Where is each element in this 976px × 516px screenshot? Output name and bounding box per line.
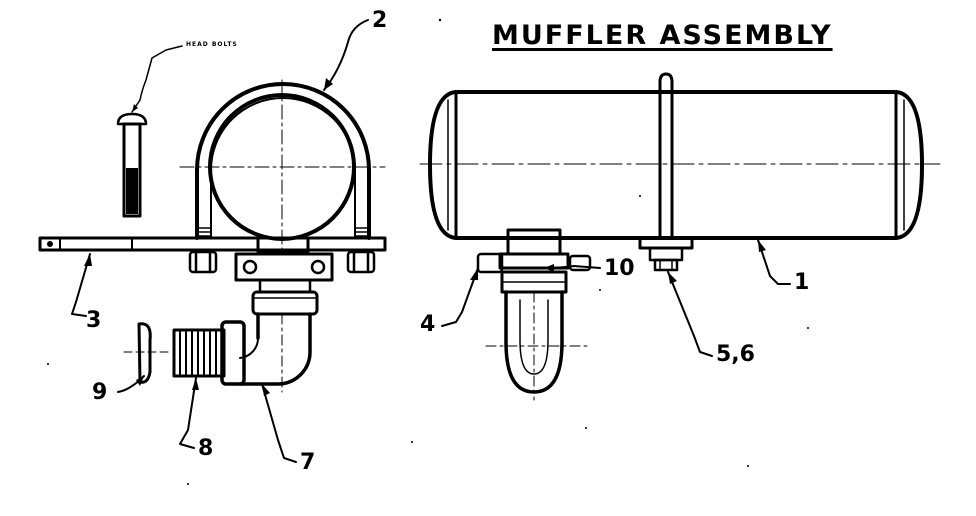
callout-2: 2: [372, 8, 388, 33]
bracket-nuts: [188, 250, 376, 274]
callout-4: 4: [420, 312, 436, 337]
muffler-side-view: [419, 72, 941, 401]
mounting-bracket: [38, 236, 387, 252]
callout-8: 8: [198, 436, 214, 461]
muffler-end-view: [38, 45, 387, 393]
rain-cap: [123, 322, 169, 384]
pipe-nipple: [172, 328, 226, 378]
scan-specks: [47, 18, 809, 485]
head-bolts-note: HEAD BOLTS: [186, 41, 238, 48]
diagram-title: MUFFLER ASSEMBLY: [492, 20, 833, 51]
u-bolt-inner: [210, 97, 356, 239]
u-bolt: [195, 82, 371, 240]
callout-9: 9: [92, 380, 108, 405]
u-bolt-side: [658, 72, 674, 240]
muffler-body: [454, 90, 898, 240]
head-bolt: [116, 112, 148, 218]
callout-1: 1: [794, 270, 810, 295]
callout-leaders: [71, 19, 791, 463]
pipe-clamp: [251, 290, 319, 316]
callout-7: 7: [300, 450, 316, 475]
exhaust-elbow: [220, 312, 312, 393]
callout-10: 10: [604, 256, 635, 281]
callout-5-6: 5,6: [716, 342, 755, 367]
side-bracket-nuts: [638, 236, 694, 272]
side-outlet: [476, 228, 592, 401]
callout-3: 3: [86, 308, 102, 333]
outlet-flange: [234, 236, 334, 294]
